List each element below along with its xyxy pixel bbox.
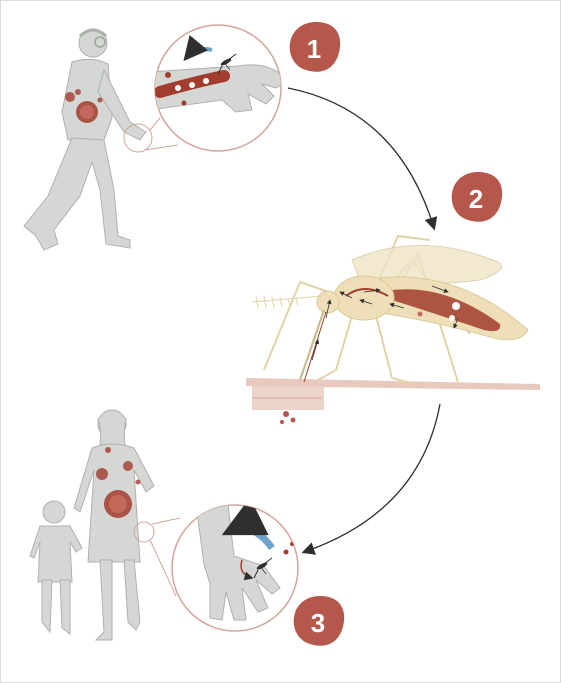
cycle-arrow-2-to-3: [301, 403, 441, 555]
bite-zoom-step1: [154, 24, 282, 152]
zoom-source-marker: [123, 123, 153, 153]
bite-zoom-step3: [171, 504, 299, 632]
step-1-number: 1: [307, 34, 321, 64]
mosquito-illustration: [246, 234, 540, 424]
mother-and-child-figures: [29, 409, 155, 641]
step-3-number: 3: [311, 608, 325, 638]
step-2-number: 2: [469, 184, 483, 214]
zoom-connector-line: [149, 117, 161, 131]
zoom-source-marker: [133, 521, 155, 543]
cycle-arrow-1-to-2: [287, 87, 438, 231]
zoom-connector-line: [144, 144, 179, 151]
step-2-badge: 2: [451, 172, 503, 222]
step-1-badge: 1: [289, 22, 341, 72]
zoom-connector-line: [151, 517, 181, 525]
zoom-connector-line: [149, 539, 177, 597]
step-3-badge: 3: [293, 596, 345, 646]
infected-man-figure: [23, 28, 147, 251]
